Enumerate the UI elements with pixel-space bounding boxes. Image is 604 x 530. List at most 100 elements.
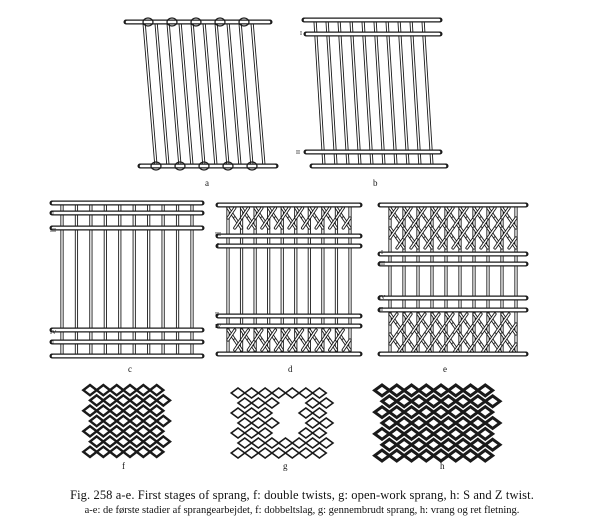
mesh-cell [460, 404, 481, 420]
mesh-cell [311, 387, 328, 399]
mesh-cell [372, 448, 392, 463]
label-h: h [440, 461, 445, 471]
mesh-cell [372, 426, 392, 442]
mesh-cell [386, 383, 407, 398]
wrap-loop [190, 17, 202, 27]
mesh-cell [394, 437, 415, 453]
mesh-cell [401, 426, 422, 442]
wrap-loop [166, 17, 178, 27]
mesh-cell [270, 387, 287, 399]
mesh-cell [81, 404, 99, 418]
roman-I-e: I [381, 250, 383, 256]
mesh-cell [128, 434, 146, 449]
mesh-cell [467, 437, 488, 453]
mesh-cell [88, 434, 106, 449]
mesh-cell [431, 448, 451, 463]
mesh-cell [372, 404, 392, 420]
mesh-cell [372, 383, 392, 398]
mesh-cell [243, 447, 260, 459]
mesh-cell [475, 404, 496, 420]
mesh-cell [401, 448, 422, 463]
mesh-cell [134, 383, 152, 397]
mesh-cell [297, 407, 314, 419]
mesh-cell [148, 424, 166, 438]
mesh-cell [482, 415, 503, 431]
roman-III-e: III [379, 261, 385, 267]
roman-IV-d: IV [215, 324, 222, 330]
mesh-cell [114, 414, 132, 428]
mesh-cell [304, 397, 321, 409]
mesh-cell [401, 383, 422, 398]
mesh-cell [311, 407, 328, 419]
roman-II-d: II [215, 312, 219, 318]
mesh-cell [453, 393, 474, 409]
mesh-cell [431, 383, 451, 398]
mesh-cell [379, 415, 400, 431]
mesh-cell [236, 437, 253, 449]
mesh-cell [416, 404, 437, 420]
mesh-cell [284, 387, 301, 399]
mesh-cell [445, 448, 466, 463]
label-a: a [205, 178, 209, 188]
mesh-cell [229, 427, 247, 439]
mesh-cell [311, 427, 328, 439]
mesh-cell [101, 393, 119, 408]
caption-english: Fig. 258 a-e. First stages of sprang, f:… [70, 488, 534, 502]
mesh-cell [386, 426, 407, 442]
mesh-cell [284, 447, 301, 459]
mesh-cell [134, 404, 152, 418]
wrap-loop [174, 161, 186, 171]
panel-f-diagram [81, 383, 172, 459]
mesh-cell [394, 393, 415, 409]
mesh-cell [438, 437, 459, 453]
panel-e-diagram [377, 202, 529, 357]
caption-danish: a-e: de første stadier af sprangearbejde… [84, 505, 520, 516]
panel-c-diagram [49, 200, 205, 359]
mesh-cell [438, 393, 459, 409]
mesh-cell [270, 447, 287, 459]
mesh-cell [386, 448, 407, 463]
mesh-cell [304, 417, 321, 429]
mesh-cell [250, 417, 267, 429]
roman-III-c: III [50, 228, 56, 234]
mesh-cell [101, 434, 119, 449]
mesh-cell [108, 424, 126, 438]
mesh-cell [94, 445, 112, 459]
mesh-cell [416, 426, 437, 442]
mesh-cell [148, 383, 166, 397]
mesh-cell [108, 445, 126, 459]
wrap-loop [214, 17, 226, 27]
mesh-cell [460, 448, 481, 463]
mesh-cell [277, 437, 294, 449]
mesh-cell [297, 447, 314, 459]
mesh-cell [482, 393, 503, 409]
mesh-cell [229, 387, 247, 399]
mesh-cell [311, 447, 328, 459]
mesh-cell [121, 404, 139, 418]
mesh-cell [154, 434, 172, 449]
mesh-cell [445, 426, 466, 442]
mesh-cell [81, 424, 99, 438]
mesh-cell [81, 445, 99, 459]
mesh-cell [94, 424, 112, 438]
mesh-cell [148, 445, 166, 459]
label-d: d [288, 364, 293, 374]
mesh-cell [467, 393, 488, 409]
mesh-cell [243, 387, 260, 399]
mesh-cell [408, 393, 429, 409]
mesh-cell [128, 414, 146, 428]
roman-I-b: I [300, 31, 302, 37]
panel-b-diagram [301, 17, 449, 169]
mesh-cell [318, 437, 335, 449]
mesh-cell [416, 448, 437, 463]
mesh-cell [134, 445, 152, 459]
mesh-cell [318, 397, 335, 409]
mesh-cell [431, 404, 451, 420]
mesh-cell [460, 426, 481, 442]
label-g: g [283, 461, 288, 471]
mesh-cell [438, 415, 459, 431]
roman-II-c: II [50, 340, 54, 346]
mesh-cell [141, 414, 159, 428]
mesh-cell [297, 427, 314, 439]
mesh-cell [88, 414, 106, 428]
